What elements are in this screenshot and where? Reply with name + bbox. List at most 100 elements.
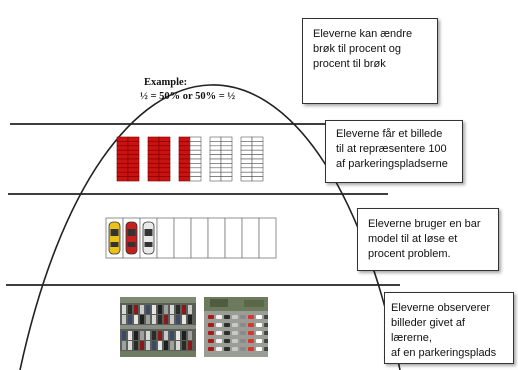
- grid-cell: [189, 171, 202, 177]
- yellow-car: [108, 221, 121, 255]
- grid-cell: [178, 176, 191, 182]
- hundred-grid-5: [240, 136, 264, 182]
- grid-cell: [240, 154, 253, 160]
- grid-cell: [147, 158, 160, 164]
- bar-cell: [241, 217, 260, 259]
- grid-cell: [147, 171, 160, 177]
- box-3-line-2: model til at løse et: [368, 233, 458, 245]
- grid-cell: [158, 176, 171, 182]
- bar-cell: [173, 217, 192, 259]
- grid-cell: [251, 154, 264, 160]
- grid-cell: [127, 158, 140, 164]
- grid-cell: [116, 149, 129, 155]
- grid-cell: [240, 158, 253, 164]
- hundred-grid-1: [116, 136, 140, 182]
- grid-cell: [209, 141, 222, 147]
- grid-cell: [147, 167, 160, 173]
- bar-cell: [207, 217, 226, 259]
- grid-cell: [127, 149, 140, 155]
- bar-model: [105, 217, 277, 259]
- grid-cell: [178, 154, 191, 160]
- grid-cell: [209, 149, 222, 155]
- aerial-parking-lot-photo: [120, 297, 196, 357]
- grid-cell: [220, 171, 233, 177]
- grid-cell: [127, 167, 140, 173]
- info-box-3: Eleverne bruger en bar model til at løse…: [357, 208, 499, 271]
- grid-cell: [251, 163, 264, 169]
- grid-cell: [251, 136, 264, 142]
- grid-cell: [178, 141, 191, 147]
- grid-cell: [251, 176, 264, 182]
- grid-cell: [116, 171, 129, 177]
- hundred-grid-3: [178, 136, 202, 182]
- grid-cell: [251, 158, 264, 164]
- grid-cell: [251, 167, 264, 173]
- grid-cell: [158, 167, 171, 173]
- grid-cell: [116, 145, 129, 151]
- grid-cell: [209, 154, 222, 160]
- grid-cell: [240, 176, 253, 182]
- grid-cell: [220, 163, 233, 169]
- grid-cell: [220, 141, 233, 147]
- grid-cell: [251, 145, 264, 151]
- box-2-line-2: til at repræsentere 100: [336, 143, 447, 155]
- grid-cell: [147, 136, 160, 142]
- grid-cell: [158, 154, 171, 160]
- grid-cell: [158, 145, 171, 151]
- grid-cell: [178, 136, 191, 142]
- grid-cell: [189, 167, 202, 173]
- grid-cell: [147, 149, 160, 155]
- grid-cell: [240, 145, 253, 151]
- grid-cell: [158, 163, 171, 169]
- grid-cell: [240, 171, 253, 177]
- grid-cell: [251, 141, 264, 147]
- grid-cell: [189, 136, 202, 142]
- grid-cell: [220, 145, 233, 151]
- grid-cell: [147, 141, 160, 147]
- grid-cell: [116, 141, 129, 147]
- grid-cell: [116, 136, 129, 142]
- box-3-line-1: Eleverne bruger en bar: [368, 218, 481, 230]
- grid-cell: [209, 171, 222, 177]
- box-2-line-3: af parkeringspladserne: [336, 158, 448, 170]
- hundred-grid-2: [147, 136, 171, 182]
- info-box-1: Eleverne kan ændre brøk til procent og p…: [302, 18, 438, 104]
- grid-cell: [178, 149, 191, 155]
- white-car: [142, 221, 155, 255]
- grid-cell: [240, 167, 253, 173]
- box-1-line-1: Eleverne kan ændre: [313, 28, 413, 40]
- grid-cell: [178, 158, 191, 164]
- pyramid-curve: [19, 84, 401, 370]
- grid-cell: [147, 145, 160, 151]
- grid-cell: [251, 149, 264, 155]
- grid-cell: [116, 163, 129, 169]
- grid-cell: [209, 176, 222, 182]
- grid-cell: [240, 163, 253, 169]
- grid-cell: [220, 176, 233, 182]
- box-1-line-3: procent til brøk: [313, 58, 386, 70]
- grid-cell: [158, 141, 171, 147]
- grid-cell: [116, 158, 129, 164]
- bar-cell: [156, 217, 175, 259]
- grid-cell: [209, 167, 222, 173]
- example-heading: Example:: [144, 77, 188, 88]
- grid-cell: [116, 176, 129, 182]
- grid-cell: [240, 141, 253, 147]
- grid-cell: [240, 149, 253, 155]
- grid-cell: [147, 176, 160, 182]
- grid-cell: [178, 171, 191, 177]
- grid-cell: [189, 176, 202, 182]
- box-3-line-3: procent problem.: [368, 248, 451, 260]
- grid-cell: [209, 136, 222, 142]
- grid-cell: [189, 141, 202, 147]
- box-4-line-2: billeder givet af lærerne,: [391, 317, 465, 344]
- grid-cell: [240, 136, 253, 142]
- grid-cell: [147, 154, 160, 160]
- grid-cell: [220, 154, 233, 160]
- grid-cell: [220, 167, 233, 173]
- grid-cell: [189, 163, 202, 169]
- grid-cell: [178, 163, 191, 169]
- box-1-line-2: brøk til procent og: [313, 43, 402, 55]
- grid-cell: [209, 145, 222, 151]
